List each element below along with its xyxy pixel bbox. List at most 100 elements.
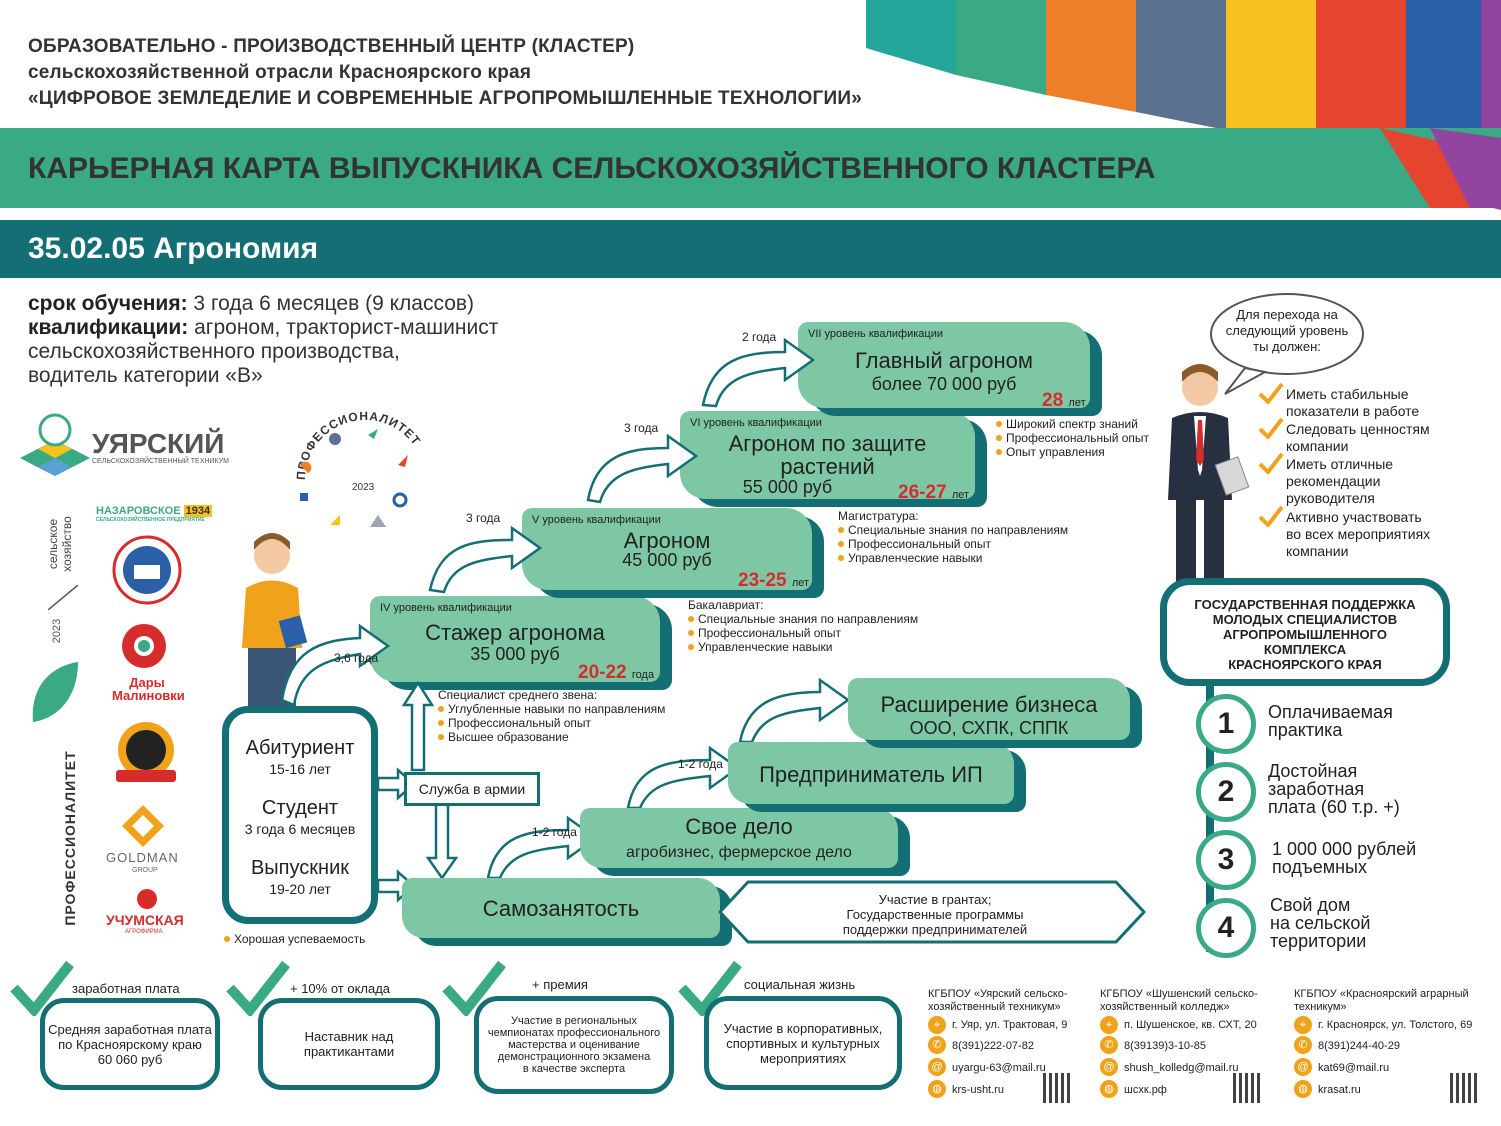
army-box: Служба в армии — [404, 772, 540, 806]
bolshebrusanovskoe-emblem-icon — [116, 722, 176, 782]
contact-name: хозяйственный колледж» — [1100, 1001, 1230, 1013]
benefit-line: Наставник над — [304, 1029, 394, 1044]
gov-title-5: КРАСНОЯРСКОГО КРАЯ — [1228, 657, 1382, 672]
contact-email[interactable]: kat69@mail.ru — [1318, 1062, 1390, 1074]
level-4-age: 20-22 года — [578, 662, 654, 684]
goldman-text: GOLDMAN — [106, 850, 179, 865]
graduate-age: 19-20 лет — [269, 881, 331, 897]
level-6-title-1: Агроном по защите — [728, 431, 927, 456]
duration-label-4: 2 года — [742, 330, 777, 344]
contact-email[interactable]: shush_kolledg@mail.ru — [1124, 1062, 1239, 1074]
requirement-text: во всех мероприятиях — [1286, 526, 1431, 542]
level-5-age-value: 23-25 — [738, 570, 787, 591]
contact-site[interactable]: krs-usht.ru — [952, 1084, 1004, 1096]
contact-site[interactable]: шсхк.рф — [1124, 1084, 1167, 1096]
note-spo-item: Профессиональный опыт — [438, 716, 665, 730]
prof-vertical-text: ПРОФЕССИОНАЛИТЕТ — [62, 750, 78, 926]
student-duration: 3 года 6 месяцев — [244, 821, 356, 837]
gov-item-number: 3 — [1196, 830, 1256, 890]
gov-item-line: Достойная — [1268, 761, 1358, 781]
uyar-logo-text: УЯРСКИЙ — [92, 428, 225, 459]
specialty-band — [0, 220, 1501, 278]
qual-label: квалификации: — [28, 316, 189, 339]
dary-flower-icon — [122, 624, 166, 668]
dary-text-1: Дары — [129, 675, 165, 690]
note-spo-item: Углубленные навыки по направлениям — [438, 702, 665, 716]
benefit-line: Участие в региональных — [511, 1015, 637, 1027]
term-label: срок обучения: — [28, 292, 188, 315]
self-employed-label: Самозанятость — [482, 896, 640, 921]
selskoe-year: 2023 — [51, 618, 64, 644]
gov-title-3: АГРОПРОМЫШЛЕННОГО — [1223, 627, 1387, 642]
contact-phone: 8(39139)3-10-85 — [1124, 1040, 1206, 1052]
level-4-salary: 35 000 руб — [470, 644, 560, 664]
contact-uyar: КГБПОУ «Уярский сельско- хозяйственный т… — [928, 988, 1068, 1014]
requirement-text: Следовать ценностям — [1286, 421, 1430, 437]
note-spo-title: Специалист среднего звена: — [438, 688, 598, 702]
note-vi-item: Опыт управления — [996, 445, 1149, 459]
duration-label-2: 3 года — [466, 511, 501, 525]
prof-circle-year: 2023 — [352, 482, 375, 493]
uyar-logo-sub: СЕЛЬСКОХОЗЯЙСТВЕННЫЙ ТЕХНИКУМ — [92, 458, 229, 465]
note-vi: Широкий спектр знаний Профессиональный о… — [996, 417, 1149, 459]
note-bak-title: Бакалавриат: — [688, 598, 764, 612]
student-path-box: Абитуриент 15-16 лет Студент 3 года 6 ме… — [222, 706, 378, 924]
header-line-3: «ЦИФРОВОЕ ЗЕМЛЕДЕЛИЕ И СОВРЕМЕННЫЕ АГРОП… — [28, 88, 862, 109]
gov-title-4: КОМПЛЕКСА — [1263, 642, 1347, 657]
level-6-step: VI уровень квалификации Агроном по защит… — [680, 411, 975, 499]
dary-logo-text: Дары Малиновки — [112, 675, 185, 702]
note-bak-item: Управленческие навыки — [688, 640, 918, 654]
benefit-line: спортивных и культурных — [726, 1035, 880, 1051]
goldman-sub: GROUP — [132, 867, 158, 874]
note-vi-item: Широкий спектр знаний — [996, 417, 1149, 431]
email-icon: @ — [928, 1058, 946, 1076]
nazarovskoe-text: НАЗАРОВСКОЕ — [96, 505, 181, 517]
term-value: 3 года 6 месяцев (9 классов) — [187, 292, 475, 315]
selskoe-text: сельское хозяйство — [46, 516, 74, 572]
benefit-line: чемпионатах профессионального — [487, 1027, 661, 1039]
contact-email[interactable]: uyargu-63@mail.ru — [952, 1062, 1046, 1074]
web-icon: ◍ — [1100, 1080, 1118, 1098]
uyar-logo-icon — [20, 413, 90, 476]
grants-line-3: поддержки предпринимателей — [842, 922, 1028, 937]
contact-name: техникум» — [1294, 1001, 1347, 1013]
mentor-figure-icon — [1168, 364, 1250, 582]
expand-sub: ООО, СХПК, СППК — [909, 718, 1069, 738]
expand-step: Расширение бизнеса ООО, СХПК, СППК — [848, 678, 1130, 740]
location-icon: ⌖ — [1294, 1016, 1312, 1034]
uchum-text: УЧУМСКАЯ — [106, 912, 184, 928]
qr-code-icon — [1233, 1073, 1263, 1103]
grants-line-1: Участие в грантах; — [878, 892, 992, 907]
level-7-age: 28 лет — [1042, 390, 1086, 412]
benefit-caption: + премия — [532, 977, 588, 992]
benefit-check-icon — [442, 960, 506, 1016]
level-5-age-unit: лет — [791, 577, 810, 589]
gov-item-number: 4 — [1196, 898, 1256, 958]
benefit-line: мастерства и оценивание — [508, 1039, 640, 1051]
note-mag-item: Специальные знания по направлениям — [838, 523, 1068, 537]
grants-shape — [718, 880, 1146, 944]
contact-name: КГБПОУ «Уярский сельско- — [928, 988, 1068, 1000]
check-icon — [1258, 382, 1284, 404]
gov-item-line: Свой дом — [1270, 895, 1351, 915]
level-5-title: Агроном — [623, 528, 711, 553]
level-6-age-unit: лет — [951, 489, 970, 501]
benefit-caption: социальная жизнь — [744, 977, 856, 992]
gov-item-line: 1 000 000 рублей — [1272, 839, 1417, 859]
contact-site[interactable]: krasat.ru — [1318, 1084, 1361, 1096]
gov-item-line: на сельской — [1270, 913, 1371, 933]
contact-name: КГБПОУ «Красноярский аграрный — [1294, 988, 1469, 1000]
own-business-sub: агробизнес, фермерское дело — [626, 844, 852, 861]
qual-value-2: сельскохозяйственного производства, — [28, 340, 400, 363]
nazarovskoe-sub: СЕЛЬСКОХОЗЯЙСТВЕННОЕ ПРЕДПРИЯТИЕ — [96, 517, 205, 523]
grants-text: Участие в грантах; Государственные прогр… — [760, 892, 1110, 937]
level-7-salary: более 70 000 руб — [871, 374, 1017, 394]
self-employed-step: Самозанятость — [402, 878, 720, 938]
note-vi-item: Профессиональный опыт — [996, 431, 1149, 445]
